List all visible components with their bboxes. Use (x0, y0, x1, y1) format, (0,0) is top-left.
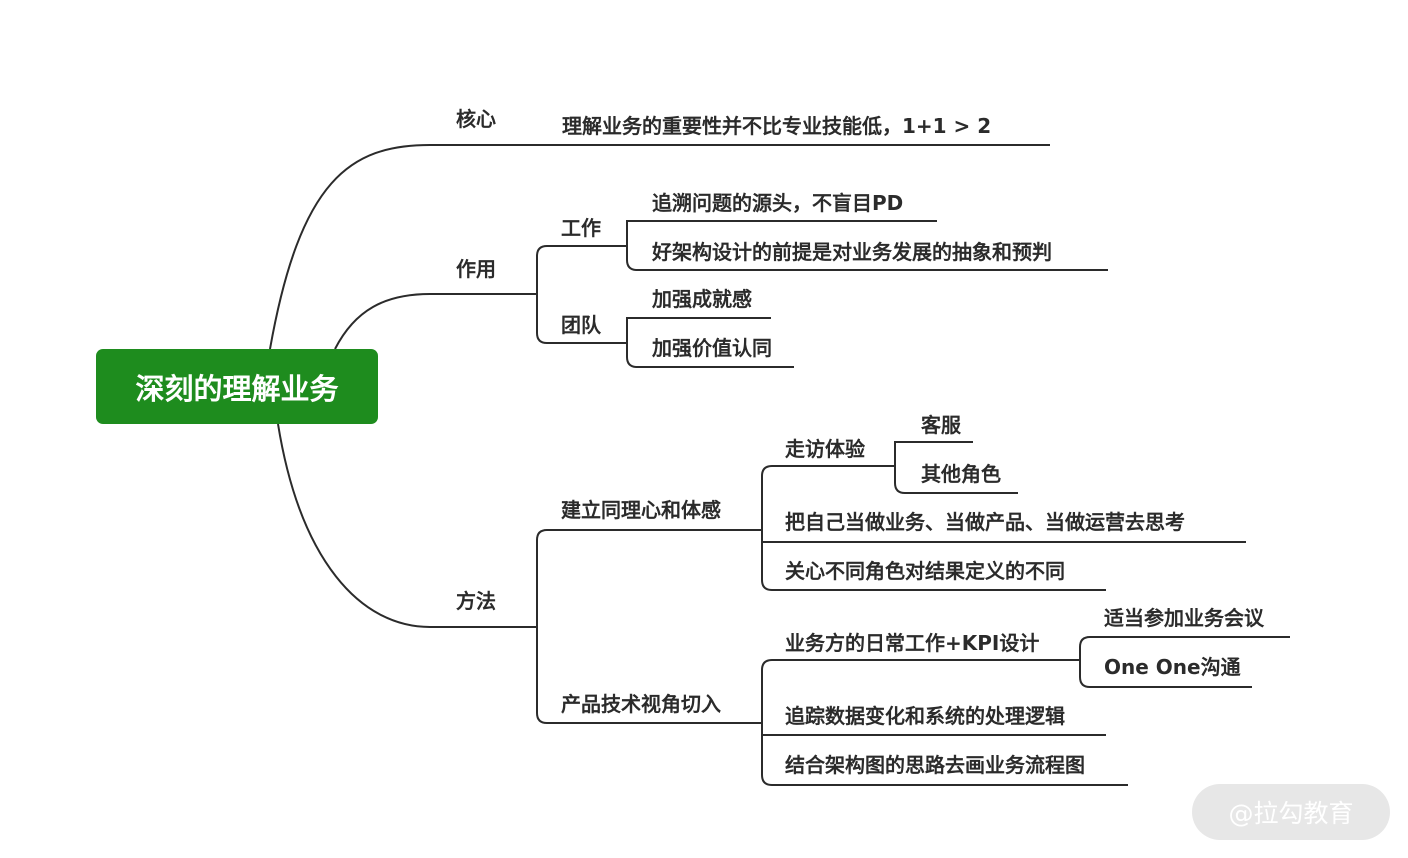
root-topic[interactable]: 深刻的理解业务 (96, 349, 378, 424)
branch-method[interactable]: 方法 (456, 589, 496, 613)
connector-kpi-c2 (1079, 660, 1252, 688)
team-item-2[interactable]: 加强价值认同 (652, 336, 772, 360)
empathy-item-3[interactable]: 关心不同角色对结果定义的不同 (785, 559, 1065, 583)
kpi-item-1[interactable]: 适当参加业务会议 (1104, 606, 1264, 630)
core-item[interactable]: 理解业务的重要性并不比专业技能低，1+1 > 2 (562, 114, 992, 138)
visit-item-1[interactable]: 客服 (921, 413, 961, 437)
branch-role[interactable]: 作用 (456, 257, 496, 281)
connector-work-c2 (626, 246, 1108, 271)
empathy-item-2[interactable]: 把自己当做业务、当做产品、当做运营去思考 (785, 510, 1185, 534)
watermark: @拉勾教育 (1192, 784, 1390, 840)
connector-visit-c1 (894, 441, 973, 466)
method-empathy[interactable]: 建立同理心和体感 (561, 498, 721, 522)
role-work[interactable]: 工作 (561, 216, 601, 240)
product-kpi[interactable]: 业务方的日常工作+KPI设计 (785, 631, 1040, 655)
connector-method-product (536, 627, 762, 724)
connector-empathy-c3 (761, 530, 1106, 591)
branch-core[interactable]: 核心 (456, 107, 496, 131)
visit-item-2[interactable]: 其他角色 (921, 462, 1001, 486)
connector-team-c2 (626, 343, 794, 368)
team-item-1[interactable]: 加强成就感 (652, 287, 752, 311)
product-item-2[interactable]: 追踪数据变化和系统的处理逻辑 (785, 704, 1065, 728)
connector-work-c1 (626, 220, 937, 246)
connector-root-role (334, 293, 537, 350)
connector-product-kpi (761, 659, 1080, 723)
role-team[interactable]: 团队 (561, 313, 601, 337)
kpi-item-2[interactable]: One One沟通 (1104, 655, 1241, 679)
connector-empathy-visit (761, 465, 895, 530)
method-product[interactable]: 产品技术视角切入 (561, 692, 721, 716)
connector-root-core (269, 144, 1050, 350)
connector-root-method (277, 423, 537, 628)
connector-role-team (536, 294, 627, 344)
connector-team-c1 (626, 317, 771, 343)
product-item-3[interactable]: 结合架构图的思路去画业务流程图 (785, 753, 1085, 777)
connector-kpi-c1 (1079, 636, 1290, 660)
work-item-1[interactable]: 追溯问题的源头，不盲目PD (652, 191, 904, 215)
connector-role-work (536, 245, 627, 294)
connector-product-c3 (761, 723, 1128, 786)
empathy-visit[interactable]: 走访体验 (785, 437, 865, 461)
work-item-2[interactable]: 好架构设计的前提是对业务发展的抽象和预判 (652, 240, 1052, 264)
connector-visit-c2 (894, 466, 1018, 494)
connector-method-empathy (536, 529, 762, 627)
